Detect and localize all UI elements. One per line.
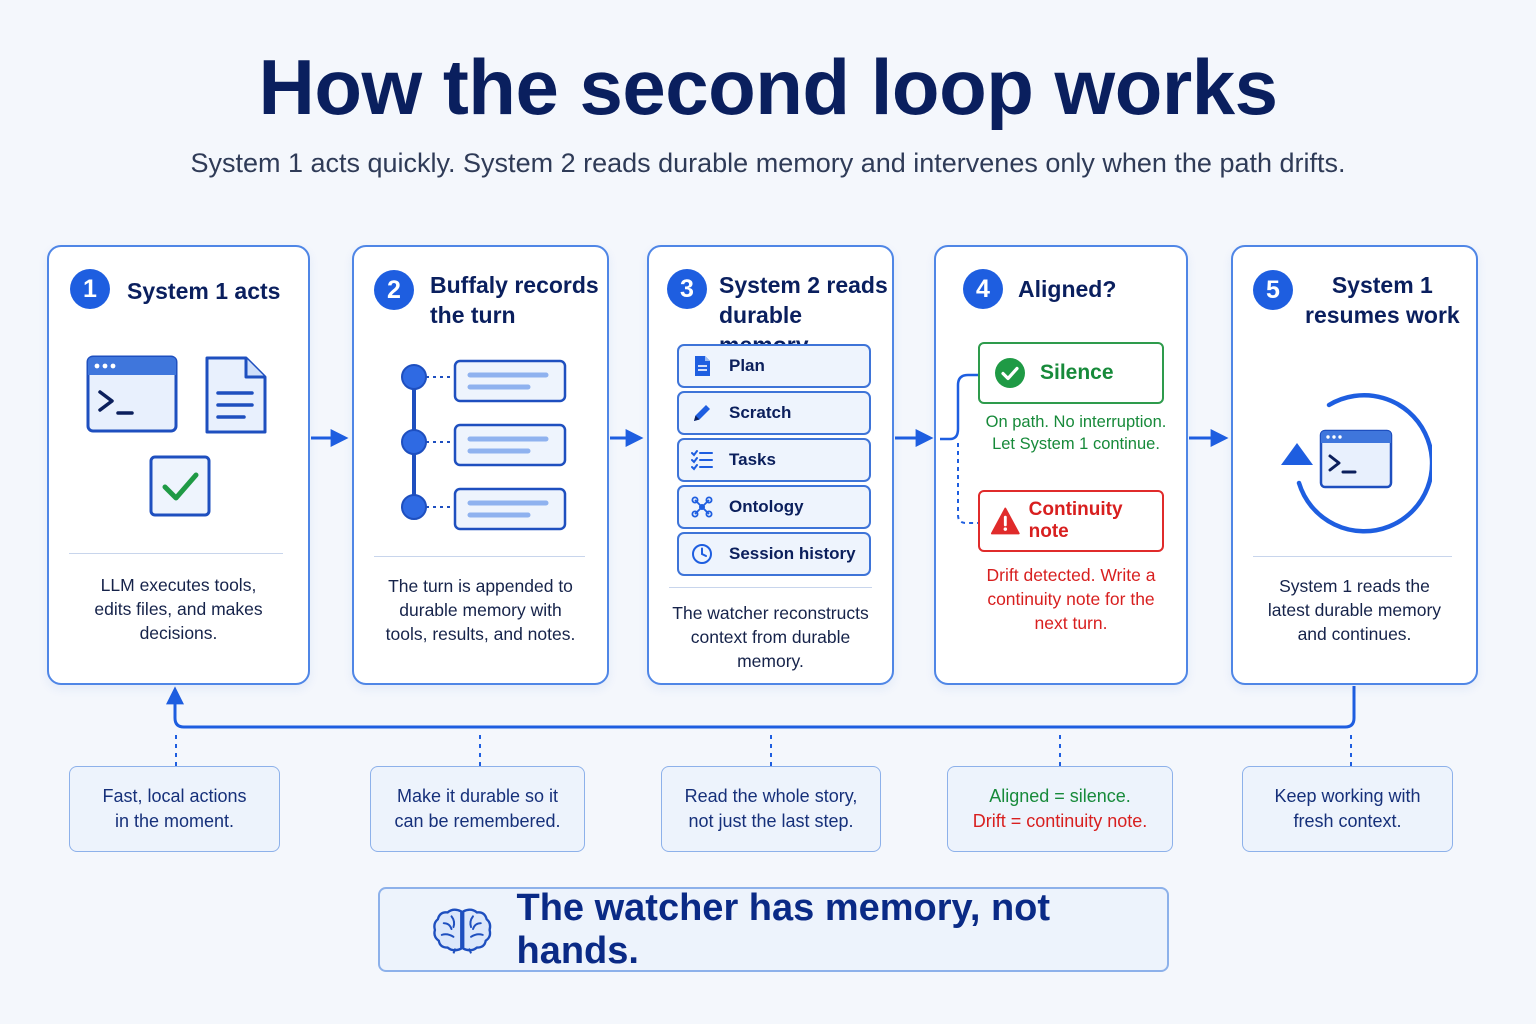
step-number-badge: 1 (70, 269, 110, 309)
outcome-continuity-note: Continuity note (978, 490, 1164, 552)
step-description: System 1 reads the latest durable memory… (1267, 576, 1442, 644)
outcome-label: Silence (1040, 361, 1114, 384)
summary-banner: The watcher has memory, not hands. (378, 887, 1169, 972)
memory-item-label: Tasks (729, 450, 776, 469)
loop-back-arrow (166, 686, 1356, 729)
step-number-badge: 4 (963, 269, 1003, 309)
check-circle-icon (995, 358, 1025, 388)
memory-item-plan: Plan (677, 344, 871, 388)
clock-icon (692, 544, 712, 564)
step-card-3: 3 System 2 reads durable memory Plan Scr… (647, 245, 894, 685)
step-description: LLM executes tools, edits files, and mak… (94, 575, 263, 643)
memory-item-ontology: Ontology (677, 485, 871, 529)
page-subtitle: System 1 acts quickly. System 2 reads du… (190, 148, 1346, 178)
memory-item-label: Ontology (729, 497, 804, 516)
step-description: The watcher reconstructs context from du… (672, 603, 869, 671)
brain-icon (433, 908, 492, 954)
step-description: The turn is appended to durable memory w… (385, 576, 576, 644)
document-icon (205, 356, 267, 434)
step-title: Buffaly records the turn (430, 272, 599, 328)
pencil-icon (694, 405, 710, 421)
document-icon (695, 356, 710, 376)
note-dotted-links (175, 735, 1352, 766)
note-step-2: Make it durable so it can be remembered. (370, 766, 585, 852)
note-step-1: Fast, local actions in the moment. (69, 766, 280, 852)
step-title: System 1 resumes work (1305, 272, 1460, 328)
step-number-badge: 3 (667, 269, 707, 309)
card-divider (1253, 556, 1452, 557)
refresh-loop-icon (1281, 393, 1432, 534)
decision-branch-connector (940, 373, 980, 524)
note-step-4: Aligned = silence. Drift = continuity no… (947, 766, 1173, 852)
step-card-1: 1 System 1 acts LLM executes tools, edit… (47, 245, 310, 685)
network-graph-icon (691, 496, 713, 518)
memory-item-label: Scratch (729, 403, 792, 422)
memory-item-label: Plan (729, 356, 765, 375)
note-step-3: Read the whole story, not just the last … (661, 766, 881, 852)
card-divider (69, 553, 283, 554)
step-card-5: 5 System 1 resumes work System 1 reads t… (1231, 245, 1478, 685)
checkbox-checked-icon (149, 455, 211, 517)
note-step-5: Keep working with fresh context. (1242, 766, 1453, 852)
page-title: How the second loop works (258, 43, 1278, 131)
memory-item-label: Session history (729, 544, 856, 563)
outcome-silence: Silence (978, 342, 1164, 404)
step-title: Aligned? (1018, 276, 1117, 302)
step-number-badge: 5 (1253, 270, 1293, 310)
card-divider (374, 556, 585, 557)
timeline-record-icon (401, 359, 567, 531)
terminal-window-icon (86, 355, 178, 433)
step-title: System 1 acts (127, 278, 281, 304)
outcome-label: Continuity note (1028, 499, 1123, 542)
step-number-badge: 2 (374, 270, 414, 310)
memory-item-scratch: Scratch (677, 391, 871, 435)
warning-icon (990, 507, 1020, 535)
checklist-icon (691, 450, 713, 471)
outcome-description: On path. No interruption. Let System 1 c… (985, 413, 1167, 453)
outcome-description: Drift detected. Write a continuity note … (986, 565, 1156, 633)
step-card-2: 2 Buffaly records the turn The turn is a… (352, 245, 609, 685)
memory-item-session-history: Session history (677, 532, 871, 576)
banner-text: The watcher has memory, not hands. (516, 886, 1051, 972)
step-card-4: 4 Aligned? Silence On path. No interrupt… (934, 245, 1188, 685)
card-divider (669, 587, 872, 588)
terminal-window-icon (1319, 429, 1393, 489)
memory-item-tasks: Tasks (677, 438, 871, 482)
